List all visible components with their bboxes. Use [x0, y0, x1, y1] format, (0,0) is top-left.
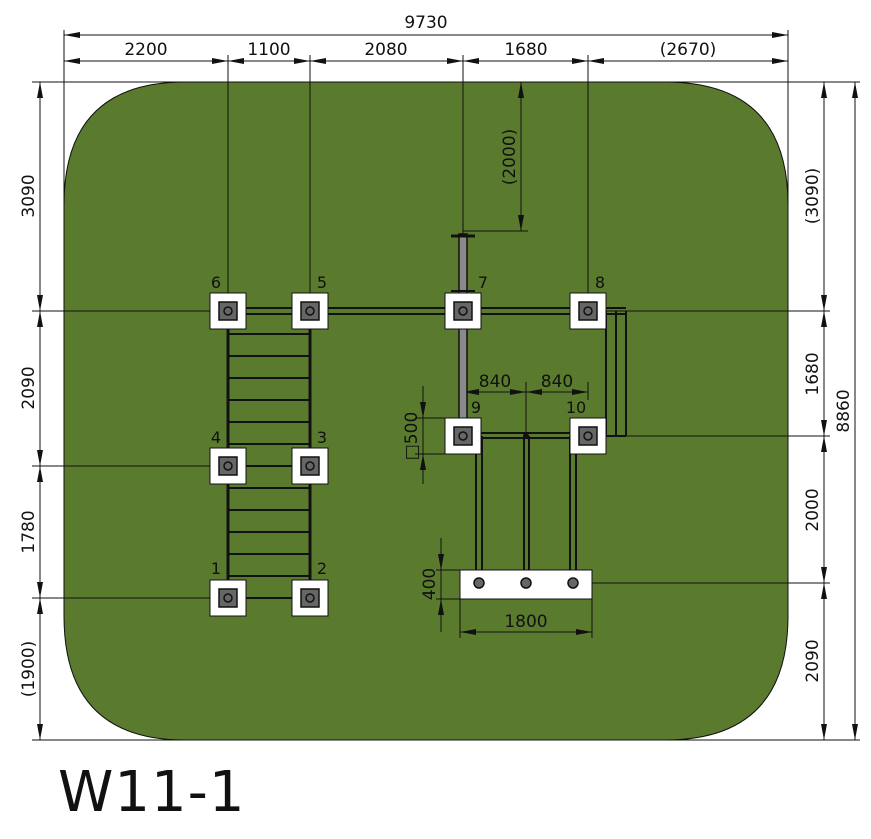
- post-number-label: 7: [478, 273, 488, 292]
- post-5: 5: [291, 273, 329, 330]
- post-column: [218, 588, 238, 608]
- dimension-arrows: [37, 32, 858, 740]
- post-6: 6: [209, 273, 247, 330]
- post-pad: [444, 292, 482, 330]
- post-1: 1: [209, 559, 247, 617]
- post-column: [578, 301, 598, 321]
- dim-top-1100: 1100: [247, 40, 290, 60]
- dim-right-2090: 2090: [803, 639, 823, 682]
- dim-spacing-840-a: 840: [479, 372, 511, 392]
- post-9: 9: [444, 398, 482, 455]
- dimension-lines: [39, 34, 856, 740]
- drawing-title: W11-1: [58, 760, 246, 825]
- dim-top-1680: 1680: [504, 40, 547, 60]
- dim-right-total: 8860: [834, 389, 854, 432]
- post-center-mark: [223, 461, 233, 471]
- post-2: 2: [291, 559, 329, 617]
- right-frame: [588, 311, 627, 437]
- post-column: [218, 301, 238, 321]
- post-column: [218, 456, 238, 476]
- post-4: 4: [209, 428, 247, 485]
- post-column: [300, 456, 320, 476]
- post-number-label: 9: [471, 398, 481, 417]
- dim-spacing-840-b: 840: [541, 372, 573, 392]
- post-column: [578, 426, 598, 446]
- post-column: [453, 301, 473, 321]
- dim-top-2200: 2200: [124, 40, 167, 60]
- dim-right-2000: 2000: [803, 488, 823, 531]
- post-column: [300, 588, 320, 608]
- post-number-label: 1: [211, 559, 221, 578]
- dim-top-total: 9730: [404, 13, 447, 33]
- posts: 1 2 3 4 5 6 7 8 9 10: [209, 273, 607, 617]
- dim-top-2670: (2670): [660, 40, 717, 60]
- post-number-label: 4: [211, 428, 221, 447]
- dim-base-400: 400: [420, 568, 440, 600]
- post-center-mark: [305, 593, 315, 603]
- post-center-mark: [458, 306, 468, 316]
- dim-left-1900: (1900): [19, 641, 39, 698]
- post-8: 8: [569, 273, 607, 330]
- post-number-label: 8: [595, 273, 605, 292]
- extension-lines: [32, 30, 860, 741]
- post-number-label: 6: [211, 273, 221, 292]
- dim-top-2080: 2080: [364, 40, 407, 60]
- post-number-label: 10: [566, 398, 586, 417]
- dim-left-3090: 3090: [19, 174, 39, 217]
- post-7: 7: [444, 273, 488, 330]
- post-10: 10: [566, 398, 607, 455]
- dim-vertical-2000: (2000): [500, 129, 520, 186]
- post-center-mark: [223, 593, 233, 603]
- post-number-label: 2: [317, 559, 327, 578]
- post-number-label: 3: [317, 428, 327, 447]
- post-center-mark: [458, 431, 468, 441]
- playground-surface: [63, 81, 789, 741]
- post-number-label: 5: [317, 273, 327, 292]
- post-center-mark: [223, 306, 233, 316]
- dim-square-500: □500: [402, 412, 422, 461]
- post-center-mark: [583, 431, 593, 441]
- dim-base-1800: 1800: [504, 612, 547, 632]
- post-center-mark: [583, 306, 593, 316]
- dim-right-3090: (3090): [803, 168, 823, 225]
- down-poles: [475, 436, 577, 583]
- dim-right-1680: 1680: [803, 352, 823, 395]
- dim-left-2090: 2090: [19, 366, 39, 409]
- base-anchors: [473, 577, 579, 589]
- post-3: 3: [291, 428, 329, 485]
- post-column: [300, 301, 320, 321]
- dim-left-1780: 1780: [19, 510, 39, 553]
- post-center-mark: [305, 461, 315, 471]
- post-column: [453, 426, 473, 446]
- post-center-mark: [305, 306, 315, 316]
